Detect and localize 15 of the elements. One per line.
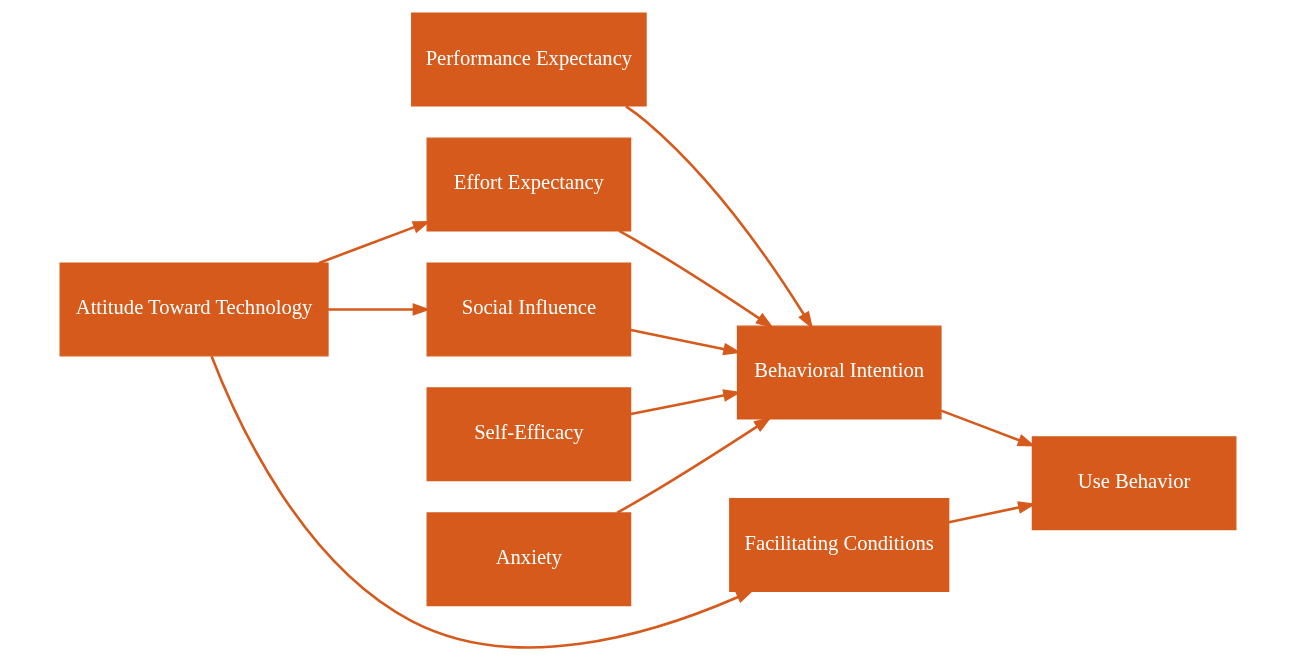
node-box: Effort Expectancy: [426, 137, 632, 232]
arrow: [328, 303, 431, 316]
node-box: Social Influence: [426, 262, 632, 357]
node-box: Attitude Toward Technology: [59, 262, 329, 357]
arrow: [616, 416, 772, 514]
node-box: Behavioral Intention: [736, 325, 942, 420]
node-box: Anxiety: [426, 512, 632, 607]
node-box: Performance Expectancy: [411, 12, 647, 107]
node-box: Facilitating Conditions: [729, 498, 950, 593]
arrow: [210, 355, 755, 649]
arrow: [318, 220, 431, 265]
node-box: Self-Efficacy: [426, 387, 632, 482]
arrow: [625, 105, 814, 330]
arrow: [618, 229, 774, 329]
node-box: Use Behavior: [1031, 436, 1237, 531]
